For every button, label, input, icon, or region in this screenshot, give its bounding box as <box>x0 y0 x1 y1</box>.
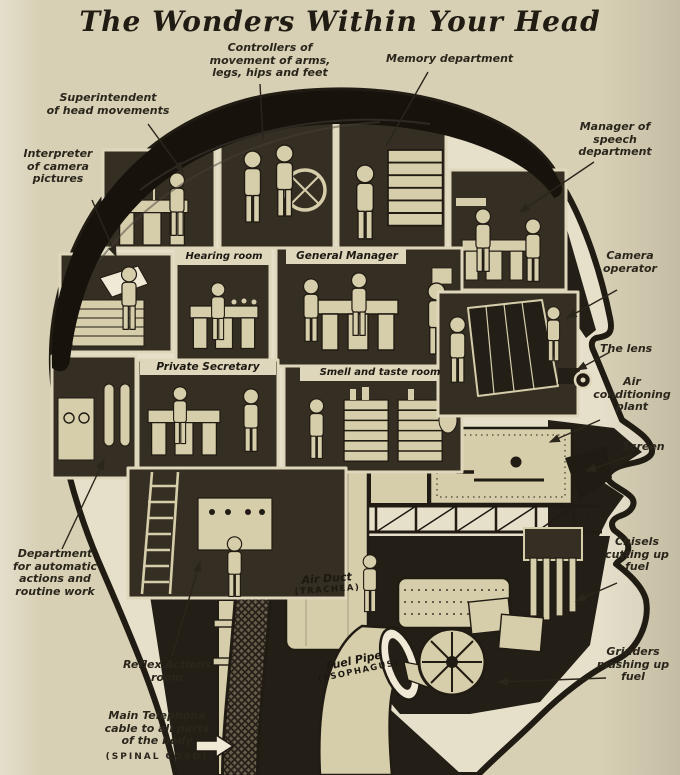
general-manager-room <box>274 246 464 368</box>
hearing-room <box>174 248 272 364</box>
automatic-actions-room <box>50 354 138 480</box>
roomlabel-private-secretary: Private Secretary <box>156 361 260 373</box>
label-controllers: Controllers of movement of arms, legs, h… <box>209 41 331 80</box>
label-telephone: Main Telephone cable to all parts of the… <box>104 709 210 748</box>
camera-operator-room <box>436 290 580 418</box>
smell-and-taste-room <box>282 364 464 474</box>
label-air-conditioning: Air conditioning plant <box>593 375 671 414</box>
roomlabel-general-manager: General Manager <box>296 250 398 262</box>
label-speech: Manager of speech department <box>578 120 652 159</box>
label-automatic: Department for automatic actions and rou… <box>12 547 98 598</box>
chisel-holder <box>523 527 583 561</box>
private-secretary-room <box>136 358 280 478</box>
label-grinders: Grinders mashing up fuel <box>596 645 670 684</box>
roomlabel-air-duct: Air Duct (TRACHEA) <box>291 570 362 598</box>
label-reflex: Reflex Actions room <box>122 658 212 684</box>
label-chisels: Chisels cutting up fuel <box>605 535 669 574</box>
desk <box>461 239 527 281</box>
cabinet <box>397 399 444 463</box>
label-lens: The lens <box>600 342 653 355</box>
label-screen: Screen <box>622 440 665 453</box>
roomlabel-hearing: Hearing room <box>185 251 263 262</box>
label-telephone-sub: (SPINAL CORD) <box>105 752 209 762</box>
filing-cabinet <box>386 148 444 227</box>
cabinet <box>343 399 390 463</box>
memory-department-room <box>336 110 448 250</box>
roomlabel-smell-taste: Smell and taste room <box>319 367 441 378</box>
page-title: The Wonders Within Your Head <box>79 5 601 38</box>
label-camera-operator: Camera operator <box>603 249 657 275</box>
label-memory: Memory department <box>386 52 514 65</box>
label-interpreter: Interpreter of camera pictures <box>23 147 93 186</box>
label-superintendent: Superintendent of head movements <box>46 91 170 117</box>
